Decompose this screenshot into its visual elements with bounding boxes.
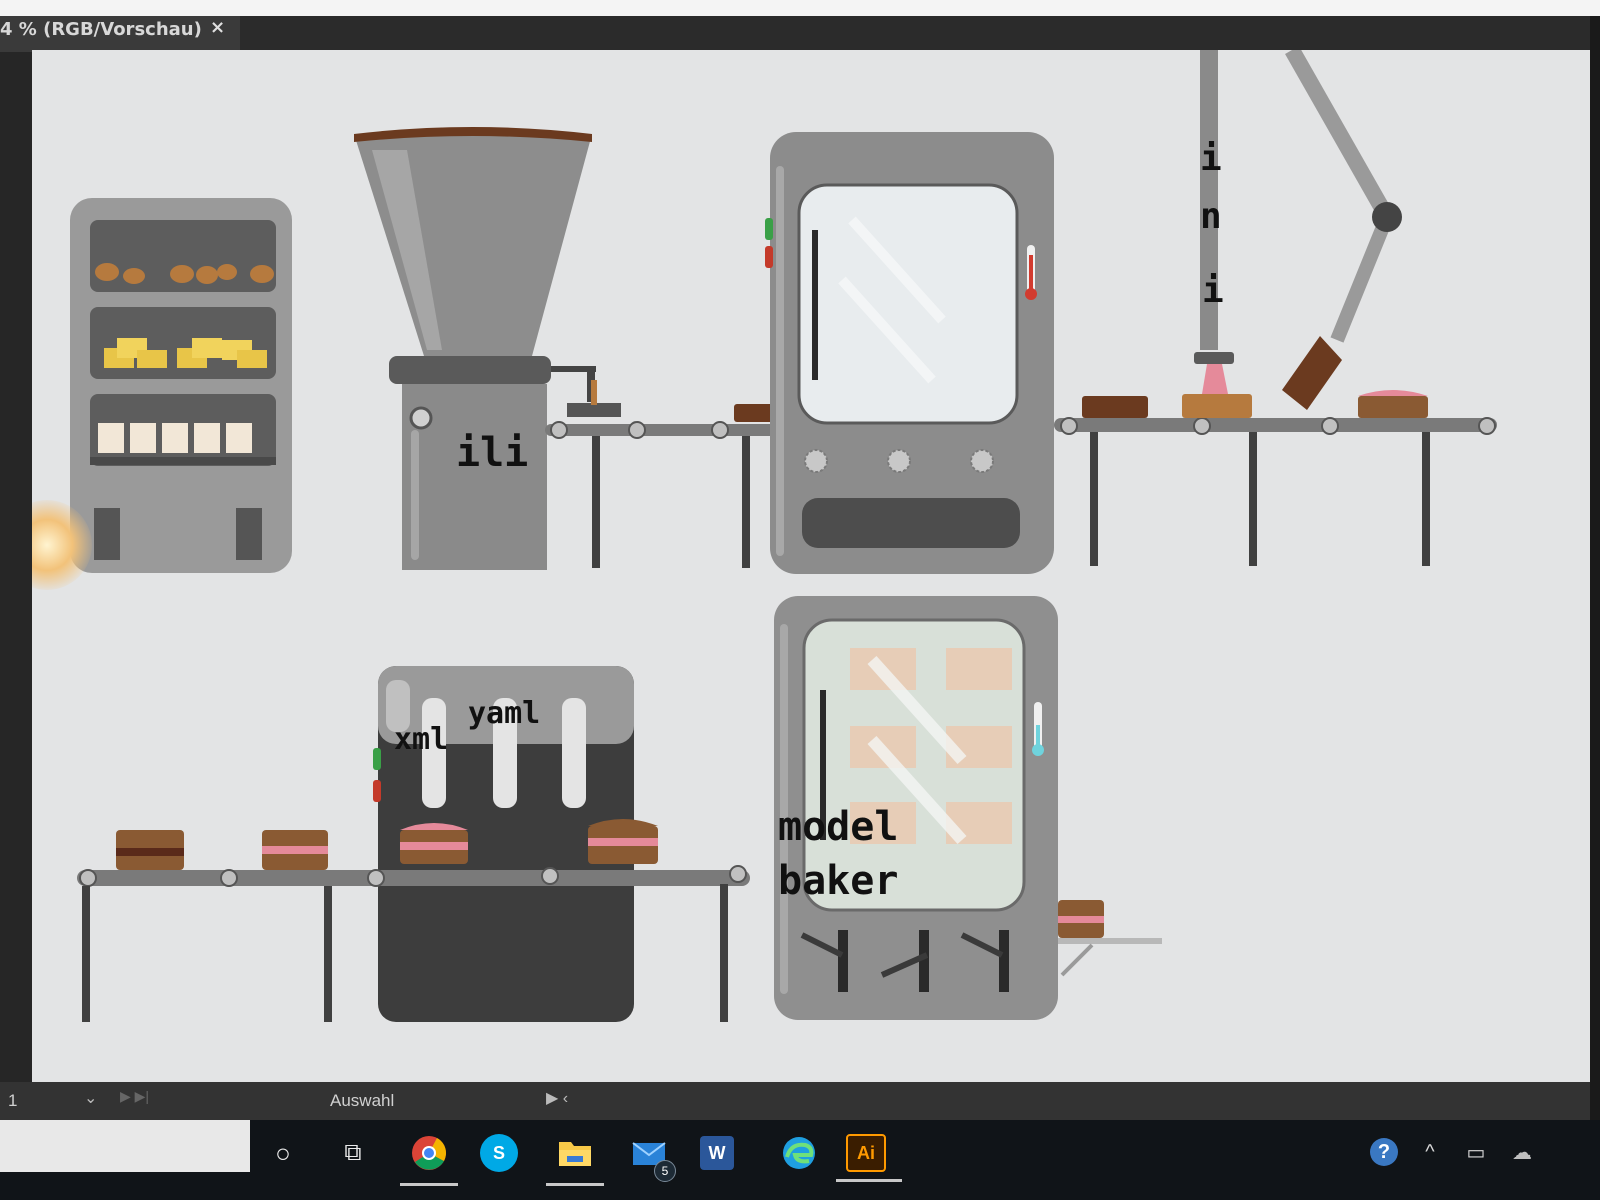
conveyor-bottom xyxy=(77,830,750,1022)
onedrive-glyph: ☁ xyxy=(1512,1141,1532,1164)
conveyor-top-left xyxy=(545,404,795,568)
document-tab[interactable]: 4 % (RGB/Vorschau) × xyxy=(0,16,240,52)
device-glyph: ▭ xyxy=(1466,1141,1486,1164)
task-view-icon[interactable]: ⧉ xyxy=(330,1130,376,1176)
close-icon[interactable]: × xyxy=(210,17,226,38)
zoom-field[interactable]: 1 xyxy=(8,1091,18,1110)
mail-icon[interactable]: 5 xyxy=(626,1130,676,1182)
skype-glyph: S xyxy=(492,1142,505,1163)
onedrive-error-icon[interactable]: ☁ xyxy=(1504,1134,1540,1170)
cortana-glyph: ○ xyxy=(275,1137,291,1168)
folder-shape xyxy=(559,1142,591,1166)
label-yaml: yaml xyxy=(468,696,541,731)
document-tab-bar: 4 % (RGB/Vorschau) × xyxy=(0,16,1590,52)
skype-icon[interactable]: S xyxy=(480,1134,518,1172)
task-view-glyph: ⧉ xyxy=(344,1139,362,1166)
chrome-active-indicator xyxy=(400,1183,458,1186)
label-ini-1: i xyxy=(1200,138,1222,179)
document-tab-title: 4 % (RGB/Vorschau) xyxy=(0,19,202,40)
oven xyxy=(765,132,1054,574)
help-icon[interactable]: ? xyxy=(1366,1134,1402,1170)
hopper-mixer xyxy=(354,127,621,570)
device-icon[interactable]: ▭ xyxy=(1458,1134,1494,1170)
envelope-shape xyxy=(632,1142,666,1165)
illustrator-glyph: Ai xyxy=(857,1142,875,1163)
tool-mode-label[interactable]: Auswahl xyxy=(330,1091,395,1110)
label-ini-2: n xyxy=(1200,196,1222,237)
edge-icon[interactable] xyxy=(776,1130,822,1176)
label-ili: ili xyxy=(456,430,529,476)
status-bar: 1 ⌄ ▶ ▶| Auswahl ▶ ‹ xyxy=(0,1082,1590,1120)
file-explorer-icon[interactable] xyxy=(546,1130,604,1186)
label-ini-3: i xyxy=(1202,270,1224,311)
display-fridge xyxy=(774,596,1162,1020)
word-glyph: W xyxy=(708,1142,726,1163)
bakery-illustration xyxy=(32,50,1590,1082)
illustrator-icon[interactable]: Ai xyxy=(836,1134,902,1182)
storage-shelf xyxy=(70,198,292,573)
label-model: model xyxy=(778,804,899,850)
decorator-machine xyxy=(373,666,658,1022)
label-baker: baker xyxy=(778,858,899,904)
label-xml: xml xyxy=(394,722,449,757)
chevron-up-icon[interactable]: ^ xyxy=(1412,1134,1448,1170)
zoom-dropdown-icon[interactable]: ⌄ xyxy=(84,1090,98,1107)
artboard-nav-icons[interactable]: ▶ ▶| xyxy=(120,1088,150,1104)
chrome-logo xyxy=(412,1136,446,1170)
chevron-up-glyph: ^ xyxy=(1425,1140,1435,1163)
mail-count-badge: 5 xyxy=(654,1160,676,1182)
artboard-canvas[interactable]: ili i n i xml yaml model baker xyxy=(32,50,1590,1082)
word-icon[interactable]: W xyxy=(700,1136,734,1170)
cortana-icon[interactable]: ○ xyxy=(260,1130,306,1176)
illustrator-active-indicator xyxy=(836,1179,902,1182)
conveyor-top-right xyxy=(1054,50,1497,566)
windows-taskbar: ○ ⧉ S 5 W xyxy=(0,1120,1600,1200)
status-arrows-icon[interactable]: ▶ ‹ xyxy=(546,1090,569,1107)
explorer-active-indicator xyxy=(546,1183,604,1186)
help-glyph: ? xyxy=(1370,1138,1398,1166)
top-edge xyxy=(0,0,1600,16)
edge-logo xyxy=(783,1137,815,1169)
chrome-icon[interactable] xyxy=(400,1130,458,1186)
taskbar-search-area[interactable] xyxy=(0,1120,250,1172)
